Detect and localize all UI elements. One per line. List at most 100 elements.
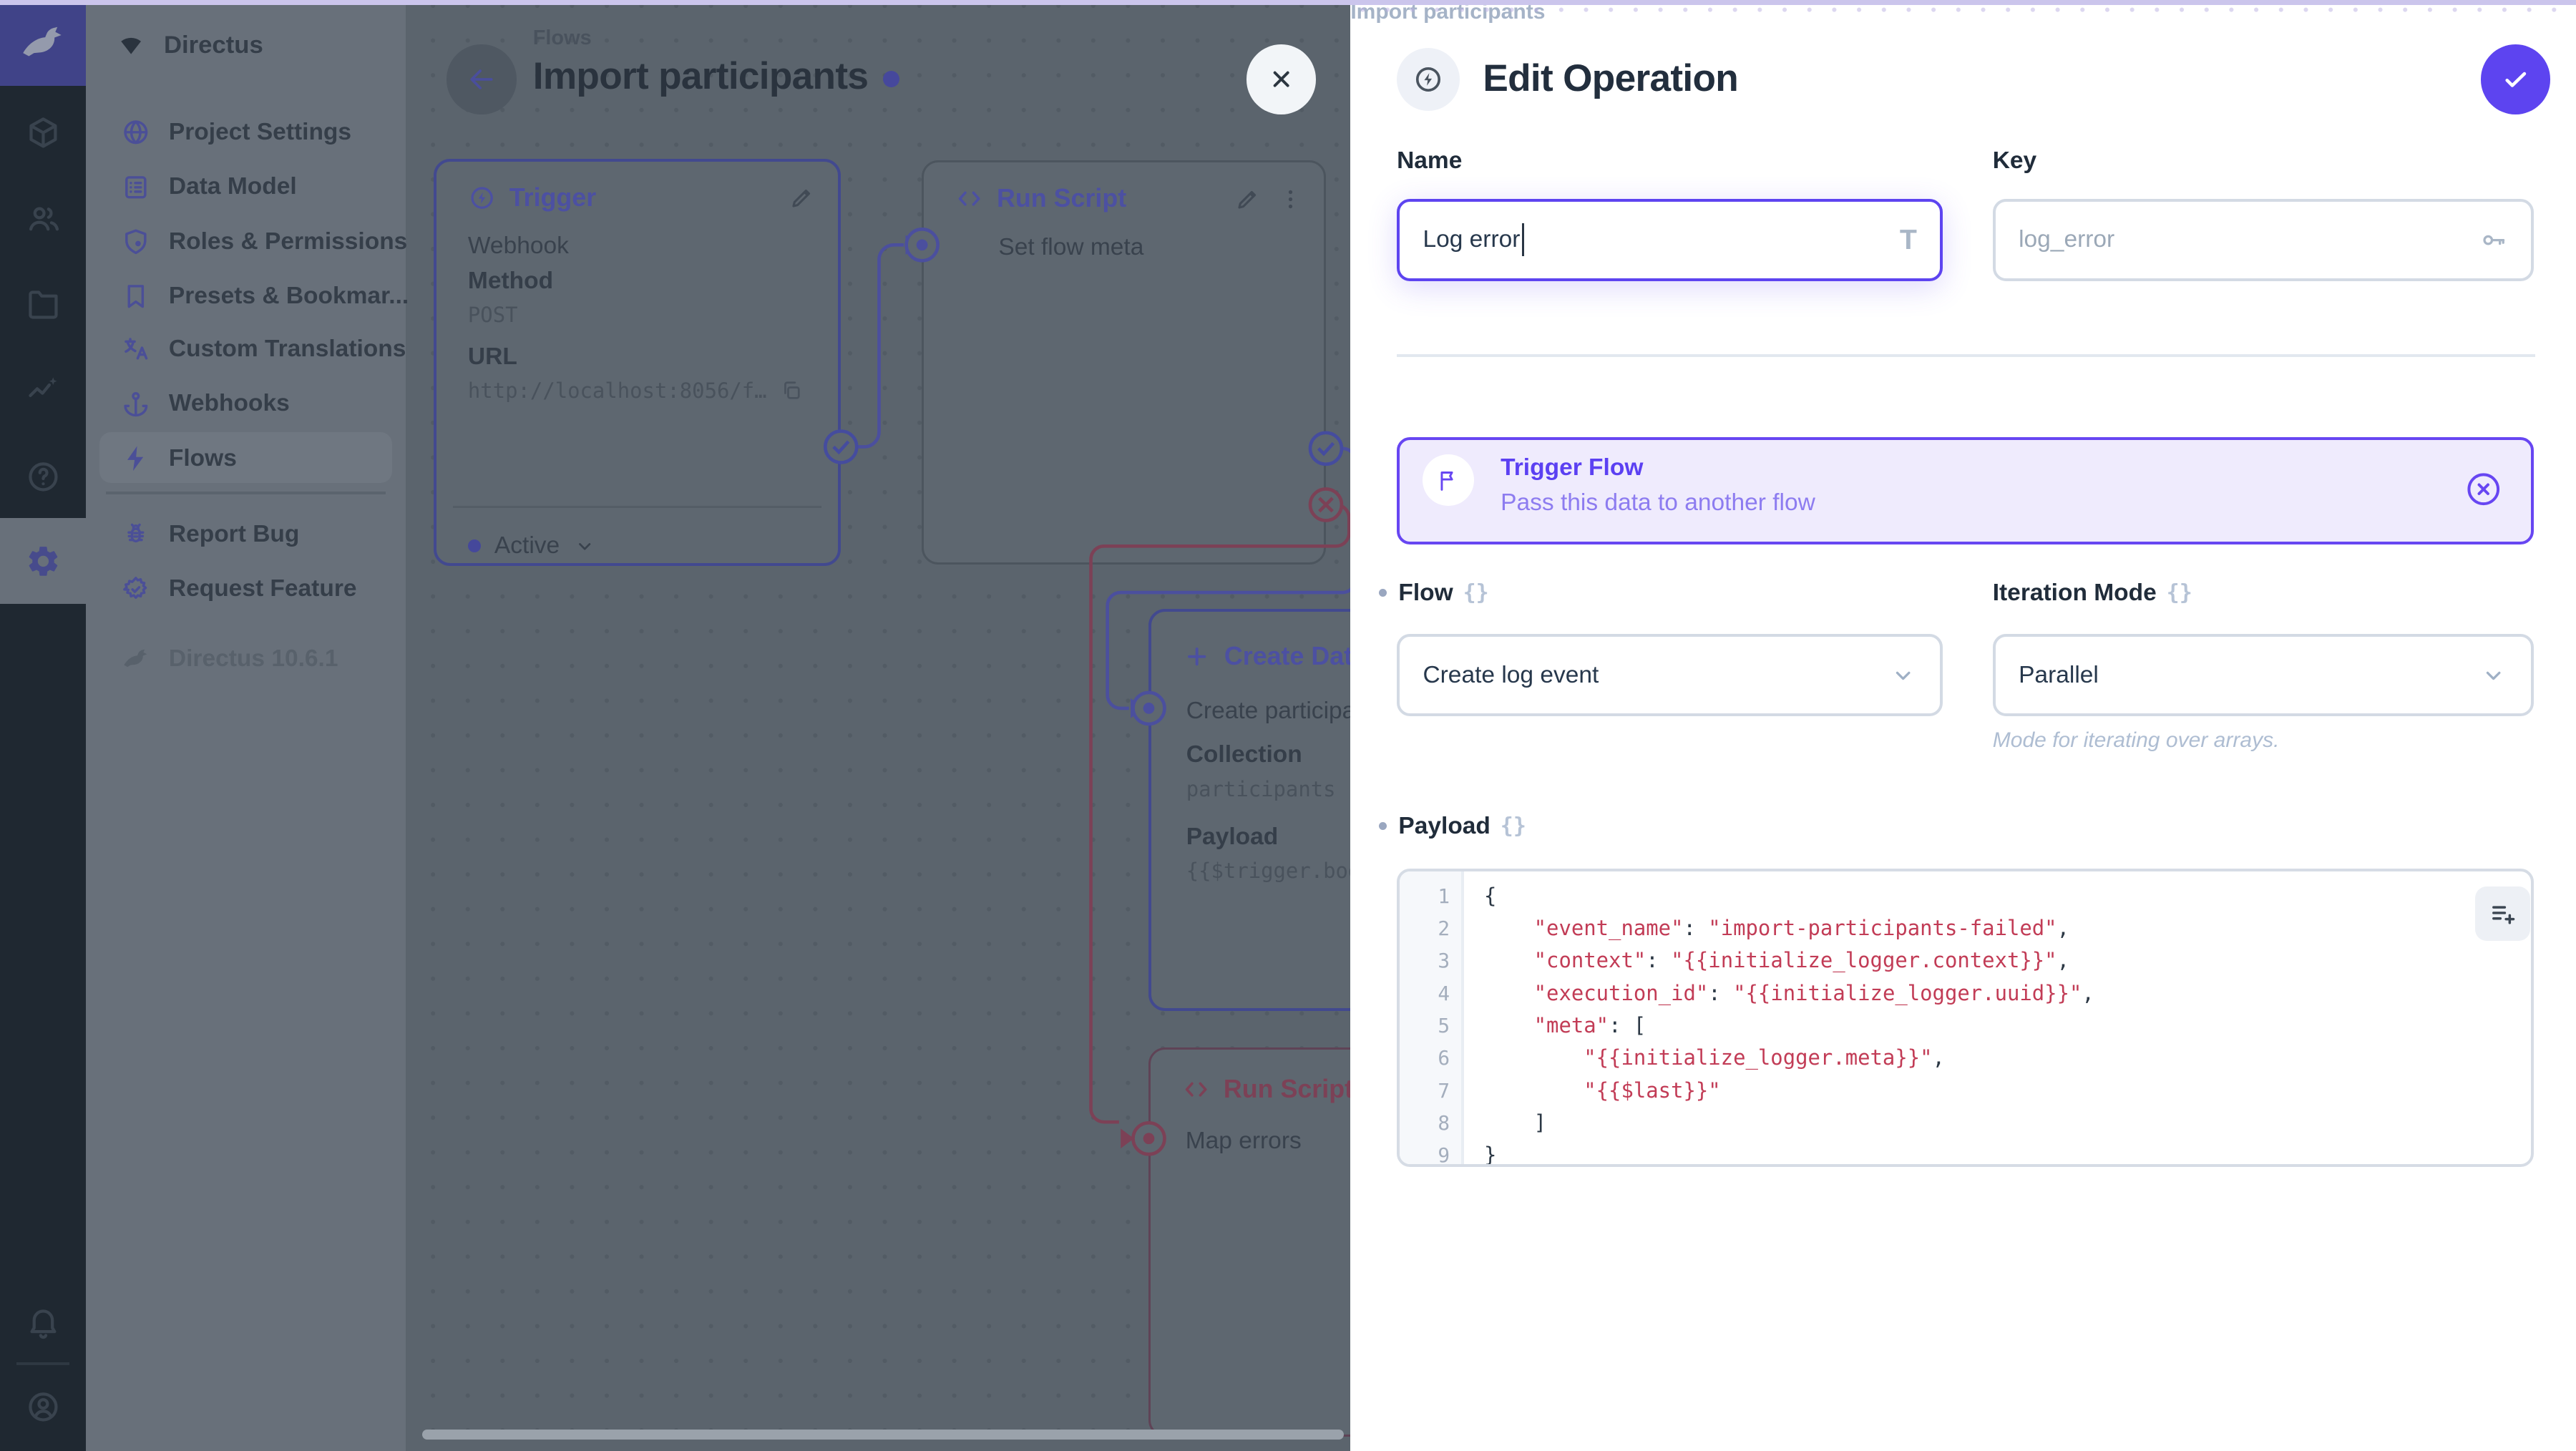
sidebar-item-webhooks[interactable]: Webhooks <box>86 379 405 429</box>
sidebar-item-flows[interactable]: Flows <box>86 434 405 483</box>
key-value: log_error <box>2019 226 2115 253</box>
rail-user-circle-icon[interactable] <box>0 1370 86 1443</box>
line-number: 3 <box>1438 949 1450 973</box>
create-data-title: Create Data <box>1224 641 1350 670</box>
iteration-mode-select[interactable]: Parallel <box>1992 633 2534 717</box>
circle-x-icon <box>2464 469 2504 509</box>
module-activity-icon[interactable] <box>0 354 86 427</box>
plus-icon <box>1183 643 1211 670</box>
award-icon <box>121 575 151 605</box>
key-input[interactable]: log_error <box>1992 198 2534 282</box>
code-line: ] <box>1484 1110 1547 1135</box>
module-gear-icon[interactable] <box>0 524 86 597</box>
code-content[interactable]: { "event_name": "import-participants-fai… <box>1468 871 2531 1164</box>
sidebar-item-roles-permissions[interactable]: Roles & Permissions <box>86 217 407 266</box>
collection-label: Collection <box>1186 741 1302 768</box>
drawer-title: Edit Operation <box>1483 57 1739 99</box>
sidebar-item-project-settings[interactable]: Project Settings <box>86 107 405 157</box>
sidebar-item-data-model[interactable]: Data Model <box>86 162 405 212</box>
module-folder-icon[interactable] <box>0 268 86 341</box>
kebab-menu-icon[interactable] <box>1277 186 1304 212</box>
save-button[interactable] <box>2481 44 2551 114</box>
resolve-port <box>1308 431 1343 466</box>
name-label: Name <box>1397 147 1463 174</box>
pencil-icon[interactable] <box>1234 186 1261 212</box>
sidebar-item-custom-translations[interactable]: Custom Translations <box>86 324 406 373</box>
chevron-down-icon <box>2479 661 2507 689</box>
breadcrumb[interactable]: Flows <box>532 26 592 49</box>
anchor-icon <box>121 389 151 419</box>
flag-icon <box>1436 468 1461 493</box>
fan-icon <box>114 29 147 62</box>
line-number: 5 <box>1438 1014 1450 1038</box>
run-script-title: Run Script <box>1223 1074 1351 1103</box>
create-data-panel[interactable]: Create Data Create participant Collectio… <box>1148 609 1351 1012</box>
sidebar-item-report-bug[interactable]: Report Bug <box>86 509 405 559</box>
horizontal-scrollbar[interactable] <box>421 1430 1345 1440</box>
code-line: "context": "{{initialize_logger.context}… <box>1533 948 2069 973</box>
directus-logo[interactable] <box>0 0 87 87</box>
module-help-icon[interactable] <box>0 440 86 513</box>
pencil-icon[interactable] <box>789 185 815 211</box>
flow-select[interactable]: Create log event <box>1397 633 1943 717</box>
required-dot <box>1378 821 1387 831</box>
rabbit-icon <box>121 644 151 674</box>
iteration-mode-label: Iteration Mode {} <box>1992 579 2192 606</box>
name-input[interactable]: Log error T <box>1397 198 1943 282</box>
iteration-value: Parallel <box>2019 661 2099 688</box>
trigger-flow-banner[interactable]: Trigger Flow Pass this data to another f… <box>1397 436 2534 544</box>
help-icon <box>25 459 62 495</box>
operation-name: Set flow meta <box>998 233 1144 260</box>
flow-label: Flow {} <box>1378 580 1489 607</box>
sidebar-item-presets-bookmar-[interactable]: Presets & Bookmar... <box>86 271 409 321</box>
status-dot <box>467 539 482 553</box>
key-icon <box>2479 226 2507 254</box>
title-format-icon[interactable]: T <box>1899 223 1917 255</box>
copy-icon[interactable] <box>780 379 803 402</box>
flow-value: Create log event <box>1423 661 1599 688</box>
code-icon <box>1182 1075 1210 1103</box>
raw-value-icon[interactable]: {} <box>1463 580 1489 605</box>
activity-icon <box>25 372 62 409</box>
rail-bell-icon[interactable] <box>0 1286 86 1359</box>
input-port <box>1131 1120 1166 1156</box>
sidebar-item-request-feature[interactable]: Request Feature <box>86 565 405 614</box>
cube-icon <box>25 114 62 151</box>
run-script-panel[interactable]: Run Script Set flow meta <box>922 160 1326 565</box>
flag-badge <box>1423 454 1475 507</box>
trigger-status[interactable]: Active <box>467 532 596 560</box>
active-nav-highlight <box>99 431 393 484</box>
decorative-dots <box>1350 6 2576 14</box>
trigger-panel[interactable]: Trigger Webhook Method POST URL http://l… <box>433 159 841 566</box>
project-chooser[interactable]: Directus <box>86 0 405 91</box>
collection-value: participants <box>1186 777 1336 802</box>
panel-divider <box>453 506 821 509</box>
interface-options-button[interactable] <box>2475 886 2530 942</box>
globe-icon <box>121 117 151 147</box>
line-number: 2 <box>1438 917 1450 941</box>
module-people-icon[interactable] <box>0 182 86 255</box>
unsaved-dot <box>883 70 900 87</box>
module-cube-icon[interactable] <box>0 96 86 169</box>
url-label: URL <box>467 343 517 371</box>
list-plus-icon <box>2488 899 2518 929</box>
code-line: "execution_id": "{{initialize_logger.uui… <box>1533 980 2094 1005</box>
code-line: "{{initialize_logger.meta}}", <box>1584 1045 1945 1070</box>
flow-canvas[interactable]: Flows Import participants Trigger Webhoo… <box>405 0 1351 1451</box>
payload-label: Payload {} <box>1378 813 1526 840</box>
back-button[interactable] <box>447 44 517 114</box>
rabbit-icon <box>18 18 67 67</box>
gear-icon <box>25 543 62 580</box>
dismiss-banner-button[interactable] <box>2461 466 2507 513</box>
method-value: POST <box>467 302 518 327</box>
name-value: Log error <box>1423 226 1521 253</box>
key-label: Key <box>1992 147 2037 174</box>
raw-value-icon[interactable]: {} <box>2166 580 2192 605</box>
code-line: { <box>1484 883 1497 908</box>
raw-value-icon[interactable]: {} <box>1500 814 1526 839</box>
close-button[interactable] <box>1246 44 1316 114</box>
operation-icon-button <box>1397 48 1460 111</box>
map-errors-panel[interactable]: Run Script Map errors <box>1148 1047 1351 1437</box>
